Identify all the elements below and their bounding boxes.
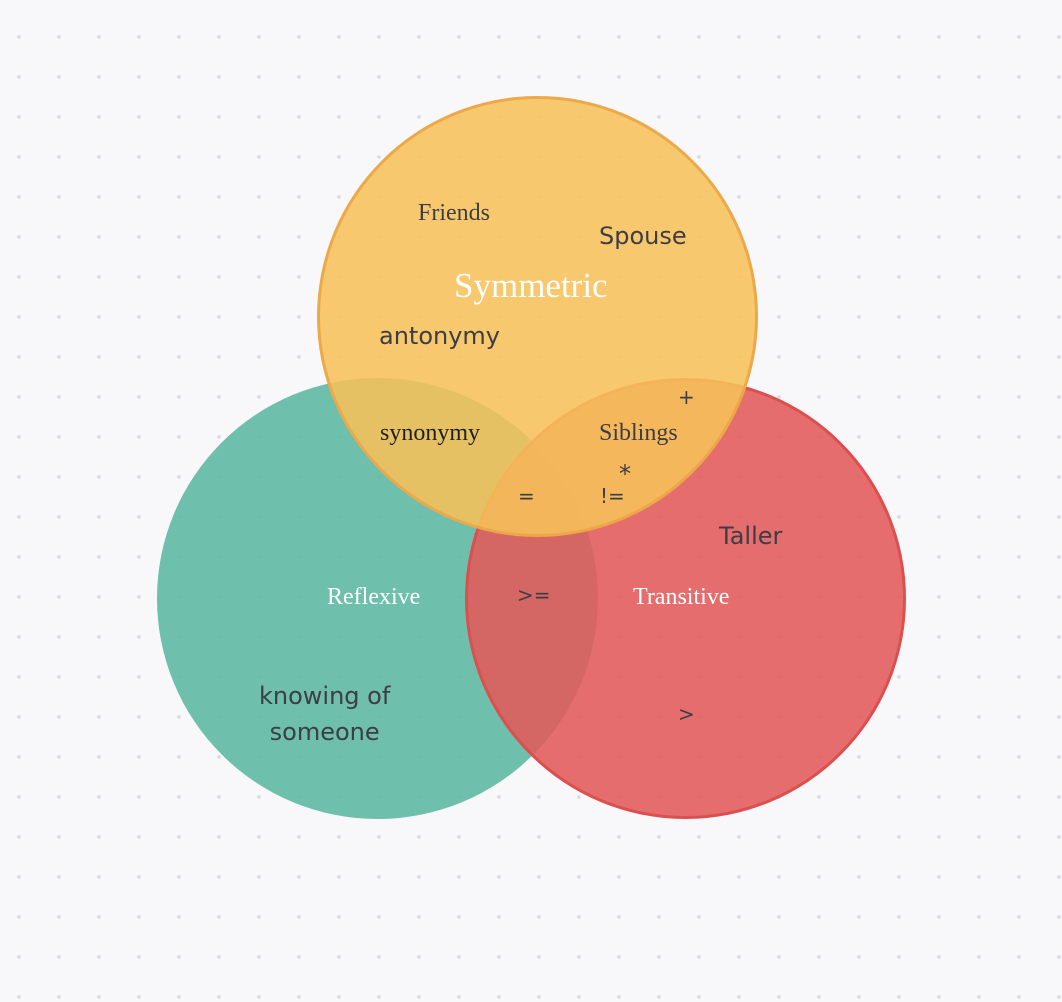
item-taller[interactable]: Taller xyxy=(719,522,783,550)
item-antonymy[interactable]: antonymy xyxy=(379,322,501,350)
symmetric-label: Symmetric xyxy=(454,266,608,305)
symmetric-circle[interactable] xyxy=(317,96,758,537)
item-star[interactable]: * xyxy=(619,460,631,488)
item-gt[interactable]: > xyxy=(678,702,695,726)
item-friends[interactable]: Friends xyxy=(418,200,490,226)
item-siblings[interactable]: Siblings xyxy=(599,420,678,446)
item-synonymy[interactable]: synonymy xyxy=(380,420,481,446)
item-spouse[interactable]: Spouse xyxy=(599,222,687,250)
reflexive-label: Reflexive xyxy=(327,584,421,610)
item-equals[interactable]: = xyxy=(518,484,535,508)
item-knowing-of-someone[interactable]: knowing of someone xyxy=(259,682,391,746)
item-plus[interactable]: + xyxy=(678,385,695,409)
item-not-equals[interactable]: != xyxy=(600,484,625,508)
item-gte[interactable]: >= xyxy=(517,583,551,607)
transitive-label: Transitive xyxy=(633,584,730,610)
